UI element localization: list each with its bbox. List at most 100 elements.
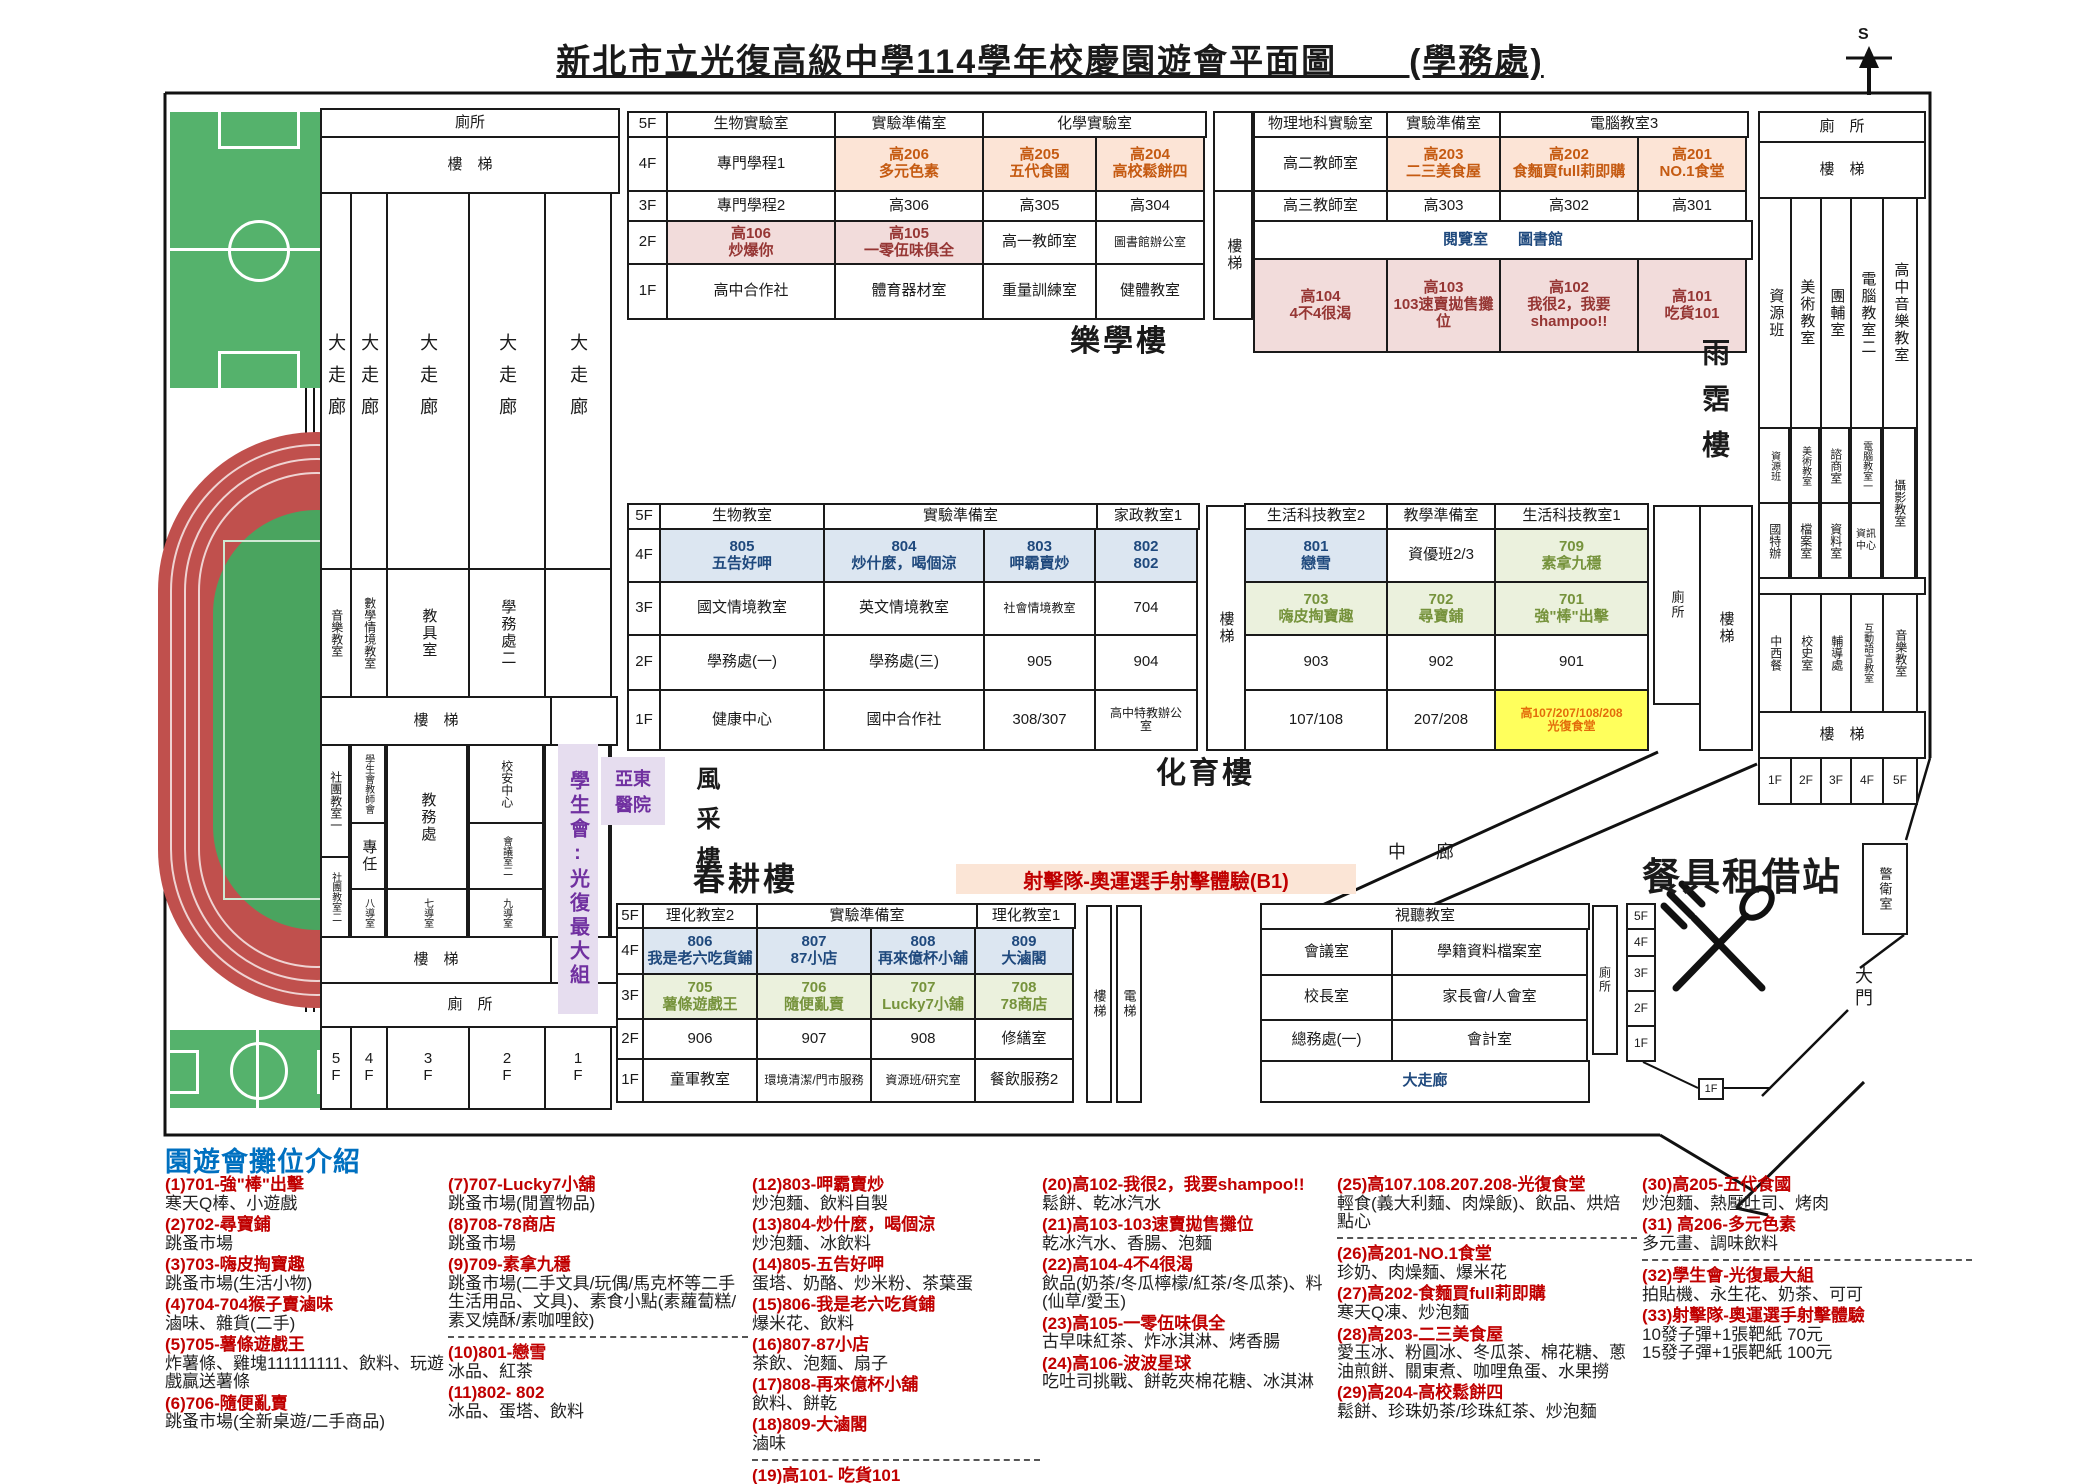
west-rooms-block: 音樂教室數學情境教室教具室學務處二樓 梯社團教室一社團教室二學生會教師會專任八導… (320, 568, 622, 1110)
legend-item-name: (13)804-炒什麼，喝個涼 (752, 1215, 936, 1235)
legend-item-name: (7)707-Lucky7小舖 (448, 1175, 596, 1194)
room-cell: 物理地科實驗室 (1253, 111, 1388, 138)
legend-item: (7)707-Lucky7小舖跳蚤市場(閒置物品) (448, 1175, 748, 1213)
room-cell: 九導室 (470, 888, 544, 936)
room-cell: 生活科技教室1 (1494, 503, 1649, 530)
legend-item-name: (29)高204-高校鬆餅四 (1337, 1382, 1504, 1402)
legend-item-desc: 蛋塔、奶酪、炒米粉、茶葉蛋 (752, 1273, 973, 1293)
north-arrow-icon (1846, 46, 1892, 95)
room-cell: 902 (1386, 634, 1496, 691)
legend-item-name: (4)704-704猴子賣滷味 (165, 1295, 334, 1315)
room-cell: 801 戀雪 (1244, 528, 1388, 583)
room-cell: 5F (1882, 757, 1918, 805)
room-cell: 3F (627, 190, 668, 222)
legend-item-name: (26)高201-NO.1食堂 (1337, 1244, 1492, 1264)
room-cell: 體育器材室 (834, 263, 984, 320)
room-cell: 檔案室 (1792, 502, 1820, 577)
room-cell: 學籍資料檔案室 (1391, 928, 1588, 976)
room-cell: 樓梯 (1213, 190, 1253, 320)
legend-item-name: (27)高202-食麵買full莉即購 (1337, 1284, 1546, 1304)
room-cell: 207/208 (1386, 689, 1496, 751)
room-cell: 1 F (544, 1026, 612, 1110)
room-cell: 樓 梯 (320, 696, 552, 746)
legend-item-desc: 炒泡麵、冰飲料 (752, 1233, 871, 1253)
room-cell: 4 F (350, 1026, 388, 1110)
huayu-right-stair-cell: 樓梯 (1699, 505, 1753, 751)
room-cell: 5F (1626, 903, 1656, 930)
room-column: 學生會教師會專任八導室 (350, 744, 388, 938)
legend-item-desc: 炒泡麵、熱壓吐司、烤肉 (1642, 1193, 1829, 1213)
room-cell: 高105 一零伍味俱全 (834, 220, 984, 265)
legend-item-desc: 炸薯條、雞塊111111111、飲料、玩遊戲贏送薯條 (165, 1353, 444, 1392)
room-cell: 樓 梯 (320, 136, 620, 194)
legend-item: (1)701-強"棒"出擊寒天Q棒、小遊戲 (165, 1175, 451, 1213)
room-cell: 3F (616, 973, 644, 1020)
room-cell: 806 我是老六吃貨鋪 (642, 927, 758, 975)
room-cell: 高202 食麵買full莉即購 (1499, 136, 1639, 192)
lexue-mid-stair: 樓梯 (1213, 111, 1255, 320)
legend-item: (12)803-呷霸賣炒炒泡麵、飲料自製 (752, 1175, 1040, 1213)
legend-item-name: (30)高205-五代食國 (1642, 1175, 1792, 1194)
room-cell: 2F (1790, 757, 1822, 805)
room-cell: 總務處(一) (1260, 1019, 1393, 1062)
legend-item-desc: 滷味、雜貨(二手) (165, 1313, 296, 1333)
page-title: 新北市立光復高級中學114學年校慶園遊會平面圖 (學務處) (556, 43, 1544, 81)
room-cell: 高203 二三美食屋 (1386, 136, 1501, 192)
legend-title: 園遊會攤位介紹 (165, 1147, 361, 1177)
room-cell: 708 78商店 (974, 973, 1074, 1020)
room-cell: 707 Lucky7小舖 (870, 973, 976, 1020)
room-cell: 美術教室 (1790, 197, 1822, 429)
room-cell: 2F (627, 220, 668, 265)
legend-item: (8)708-78商店跳蚤市場 (448, 1215, 748, 1253)
room-cell: 樓 梯 (1758, 711, 1926, 759)
room-cell: 資訊 中心 (1852, 502, 1882, 577)
room-cell: 化學實驗室 (982, 111, 1207, 138)
room-cell: 生物教室 (659, 503, 825, 530)
legend-item-name: (25)高107.108.207.208-光復食堂 (1337, 1175, 1586, 1194)
legend-item: (5)705-薯條遊戲王炸薯條、雞塊111111111、飲料、玩遊戲贏送薯條 (165, 1335, 451, 1392)
legend-item-desc: 吃吐司挑戰、餅乾夾棉花糖、冰淇淋 (1042, 1372, 1314, 1392)
room-column: 校安中心會議室二九導室 (468, 744, 546, 938)
legend-separator (752, 1459, 1040, 1462)
room-cell: 802 802 (1094, 528, 1198, 583)
room-cell: 重量訓練室 (982, 263, 1097, 320)
room-cell: 803 呷霸賣炒 (983, 528, 1096, 583)
legend-col-4: (20)高102-我很2，我要shampoo!!鬆餅、乾冰汽水(21)高103-… (1042, 1175, 1334, 1395)
room-cell: 905 (983, 634, 1096, 691)
room-cell: 高204 高校鬆餅四 (1095, 136, 1205, 192)
room-cell: 308/307 (983, 689, 1096, 751)
legend-item: (15)806-我是老六吃貨鋪爆米花、飲料 (752, 1295, 1040, 1333)
room-cell (544, 568, 612, 698)
room-cell: 校史室 (1790, 593, 1822, 713)
soccer-field-top (170, 109, 346, 391)
legend-item-desc: 跳蚤市場(生活小物) (165, 1273, 313, 1293)
room-cell: 實驗準備室 (834, 111, 984, 138)
legend-item-name: (21)高103-103速賣拋售攤位 (1042, 1215, 1254, 1235)
room-cell: 807 87小店 (756, 927, 872, 975)
legend-item: (3)703-嗨皮掏寶趣跳蚤市場(生活小物) (165, 1255, 451, 1293)
legend-item: (30)高205-五代食國炒泡麵、熱壓吐司、烤肉 (1642, 1175, 1972, 1213)
room-cell: 高104 4不4很渴 (1253, 258, 1388, 353)
room-cell: 專任 (352, 822, 386, 890)
room-cell: 高301 (1637, 190, 1747, 222)
room-cell: 2 F (468, 1026, 546, 1110)
room-cell: 4F (1850, 757, 1884, 805)
west-corridor-block: 廁所樓 梯大走廊大走廊大走廊大走廊大走廊 (320, 108, 622, 570)
room-column: 諮商室資料室 (1820, 427, 1852, 579)
room-cell: 國特辦 (1760, 502, 1790, 577)
legend-item: (22)高104-4不4很渴飲品(奶茶/冬瓜檸檬/紅茶/冬瓜茶)、料(仙草/愛玉… (1042, 1255, 1334, 1311)
room-cell: 健體教室 (1095, 263, 1205, 320)
room-cell: 教具室 (386, 568, 470, 698)
legend-item-name: (10)801-戀雪 (448, 1342, 547, 1362)
admin-toilet-cell: 廁所 (1592, 905, 1618, 1055)
room-cell: 904 (1094, 634, 1198, 691)
legend-item-name: (14)805-五告好呷 (752, 1255, 885, 1275)
room-cell: 906 (642, 1018, 758, 1060)
room-cell: 1F (627, 689, 661, 751)
legend-item-name: (18)809-大滷閣 (752, 1415, 868, 1435)
room-cell: 3F (1820, 757, 1852, 805)
